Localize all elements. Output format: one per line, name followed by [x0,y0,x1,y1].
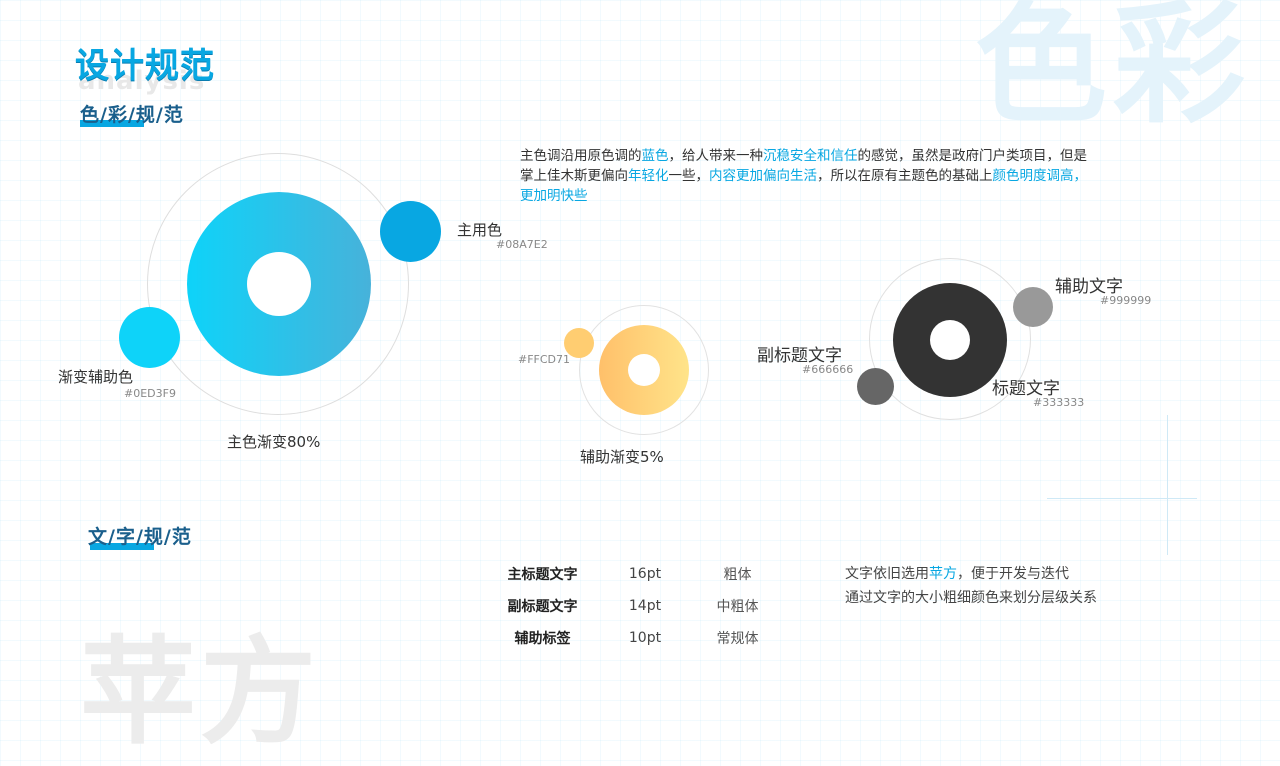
gradient-aux-label: 渐变辅助色 [58,368,134,386]
aux-color-swatch [564,328,594,358]
typography-size: 10pt [628,630,662,646]
gradient-aux-hex: #0ED3F9 [124,387,176,400]
title-text-label: 标题文字 [992,379,1060,399]
watermark-color: 色彩 [975,0,1251,142]
primary-outer-ring [147,153,409,415]
typography-name: 辅助标签 [514,631,571,647]
watermark-font: 苹方 [80,625,320,760]
title-text-donut-hole [930,320,970,360]
subtitle-text-swatch [857,368,894,405]
typography-note-line-1: 文字依旧选用苹方，便于开发与迭代 [845,566,1069,582]
typography-size: 14pt [628,598,662,614]
aux-text-swatch [1013,287,1053,327]
section-color-underline [80,120,144,127]
aux-color-hex: #FFCD71 [518,353,571,366]
aux-outer-ring [579,305,709,435]
typography-row: 辅助标签 10pt 常规体 [470,622,800,654]
page-title: 设计规范 [75,46,215,86]
aux-donut-hole [628,354,660,386]
typography-row: 副标题文字 14pt 中粗体 [470,590,800,622]
typography-weight: 中粗体 [716,599,759,615]
decorative-line-horizontal [1047,498,1197,499]
typography-size: 16pt [628,566,662,582]
decorative-line-vertical [1167,415,1168,555]
subtitle-text-hex: #666666 [802,363,854,376]
aux-text-label: 辅助文字 [1055,277,1123,297]
section-color-heading: 色/彩/规/范 [80,104,184,126]
aux-gradient-label: 辅助渐变5% [580,448,664,466]
typography-note: 文字依旧选用苹方，便于开发与迭代 通过文字的大小粗细颜色来划分层级关系 [845,562,1165,610]
subtitle-text-label: 副标题文字 [757,346,842,366]
primary-gradient-label: 主色渐变80% [227,433,321,451]
primary-color-label: 主用色 [457,221,503,239]
color-description: 主色调沿用原色调的蓝色，给人带来一种沉稳安全和信任的感觉，虽然是政府门户类项目，… [520,148,1087,204]
gradient-aux-swatch [119,307,180,368]
section-typography-heading: 文/字/规/范 [88,526,192,548]
text-outer-ring [869,258,1031,420]
primary-color-swatch [380,201,441,262]
title-text-hex: #333333 [1033,396,1085,409]
typography-weight: 常规体 [716,631,759,647]
watermark-subtitle: analysis [78,66,206,96]
typography-row: 主标题文字 16pt 粗体 [470,558,800,590]
primary-donut-hole [247,252,311,316]
typography-weight: 粗体 [723,567,752,583]
section-typography-underline [90,543,154,550]
typography-note-line-2: 通过文字的大小粗细颜色来划分层级关系 [845,590,1097,606]
aux-text-hex: #999999 [1100,294,1152,307]
typography-name: 主标题文字 [507,567,578,583]
primary-color-hex: #08A7E2 [496,238,548,251]
typography-name: 副标题文字 [507,599,578,615]
typography-table: 主标题文字 16pt 粗体 副标题文字 14pt 中粗体 辅助标签 10pt 常… [470,558,800,654]
